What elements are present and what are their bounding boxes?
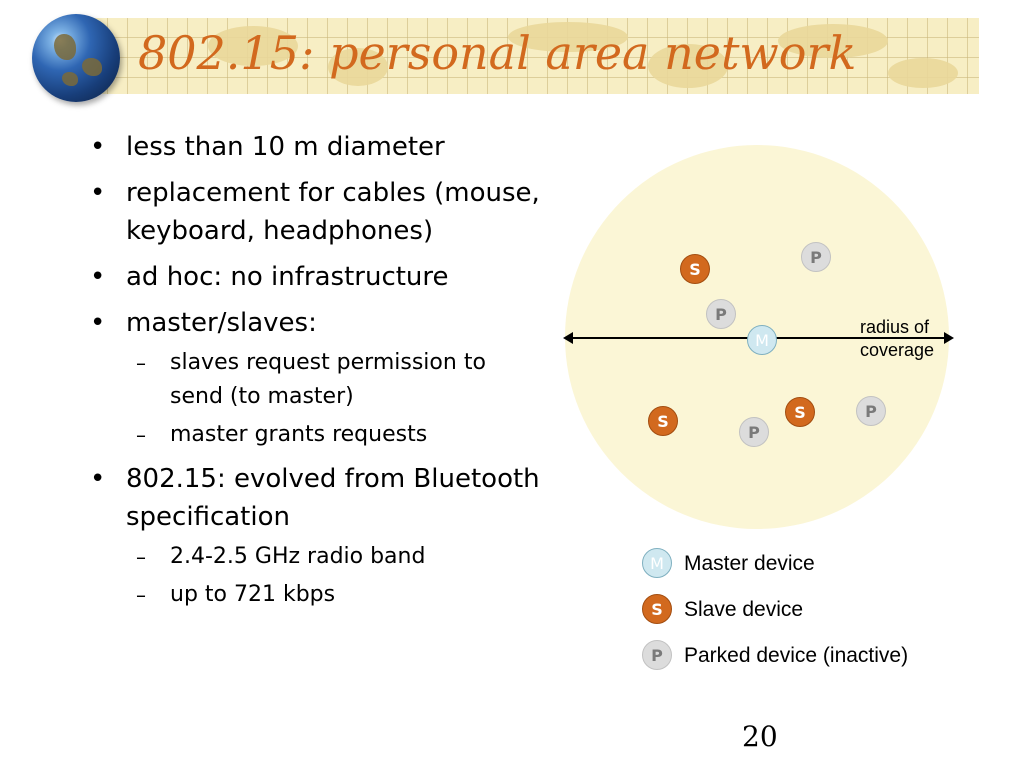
parked-node: P [706,299,736,329]
title-banner [88,18,979,94]
sub-bullet-text: up to 721 kbps [170,582,336,607]
parked-legend-icon: P [642,640,672,670]
bullet-text: master/slaves: [126,308,317,338]
sub-bullet-item: –slaves request permission to send (to m… [90,346,540,414]
bullet-glyph: • [90,262,106,292]
globe-icon [32,14,120,102]
legend-label: Slave device [684,598,804,621]
master-node: M [747,325,777,355]
bullet-text: 802.15: evolved from Bluetooth specifica… [126,464,540,532]
sub-bullet-text: 2.4-2.5 GHz radio band [170,544,426,569]
slave-legend-icon: S [642,594,672,624]
slave-node: S [785,397,815,427]
sub-bullet-glyph: – [136,545,146,569]
slave-node: S [648,406,678,436]
map-texture [208,26,298,66]
sub-bullet-glyph: – [136,423,146,447]
sub-bullet-glyph: – [136,583,146,607]
parked-node: P [801,242,831,272]
bullet-item: • ad hoc: no infrastructure [90,258,540,296]
map-texture [648,44,728,88]
bullet-item: • replacement for cables (mouse, keyboard… [90,174,540,250]
page-number: 20 [742,720,778,753]
map-texture [328,48,388,86]
sub-bullet-text: slaves request permission to send (to ma… [170,350,486,409]
sub-bullet-item: –2.4-2.5 GHz radio band [90,540,540,574]
bullet-list: • less than 10 m diameter • replacement for… [90,128,540,620]
sub-bullet-text: master grants requests [170,422,428,447]
bullet-glyph: • [90,178,106,208]
bullet-item: • 802.15: evolved from Bluetooth specific… [90,460,540,536]
map-texture [888,58,958,88]
legend-label: Master device [684,552,815,575]
bullet-glyph: • [90,464,106,494]
radius-label: radius of coverage [860,316,956,362]
radius-label-text: radius of coverage [860,317,935,360]
bullet-text: replacement for cables (mouse, keyboard,… [126,178,540,246]
sub-bullet-item: –up to 721 kbps [90,578,540,612]
sub-bullet-item: –master grants requests [90,418,540,452]
bullet-text: less than 10 m diameter [126,132,445,162]
parked-node: P [739,417,769,447]
slave-node: S [680,254,710,284]
bullet-text: ad hoc: no infrastructure [126,262,449,292]
legend-label: Parked device (inactive) [684,644,909,667]
sub-bullet-glyph: – [136,351,146,375]
bullet-glyph: • [90,132,106,162]
arrowhead-left-icon [563,332,573,344]
map-texture [778,24,888,58]
bullet-item: • less than 10 m diameter [90,128,540,166]
bullet-item: • master/slaves: [90,304,540,342]
master-legend-icon: M [642,548,672,578]
map-texture [508,22,628,52]
bullet-glyph: • [90,308,106,338]
parked-node: P [856,396,886,426]
slide-title: 802.15: personal area network [138,26,857,80]
arrowhead-right-icon [944,332,954,344]
